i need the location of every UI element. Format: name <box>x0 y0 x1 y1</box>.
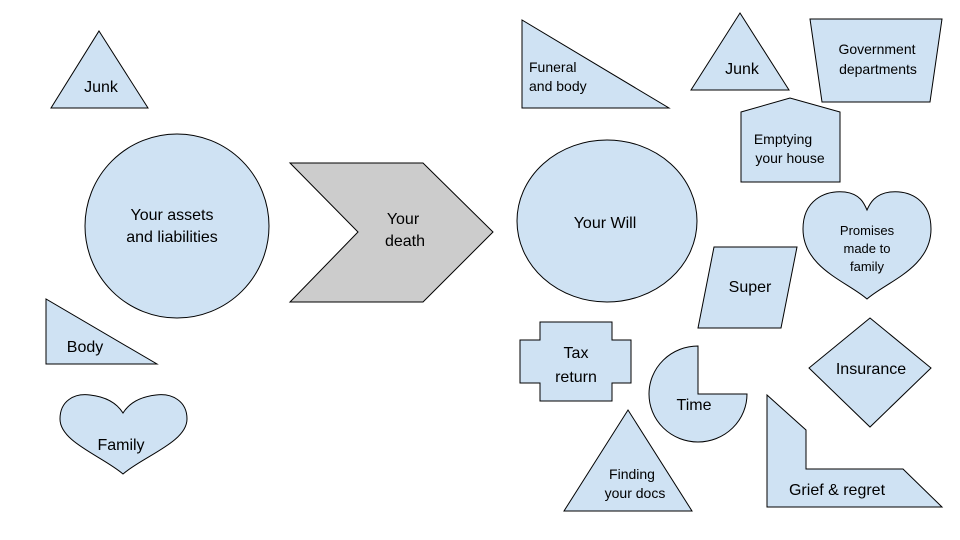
arrow-label-line2: death <box>385 233 425 250</box>
time-label: Time <box>677 397 712 414</box>
grief-l-shape <box>766 393 944 508</box>
body-node: Body <box>45 298 159 365</box>
super-node: Super <box>697 246 798 329</box>
insurance-diamond <box>808 317 932 428</box>
promises-label-line3: family <box>850 259 884 274</box>
left-junk-label: Junk <box>84 79 119 96</box>
assets-label-line2: and liabilities <box>126 229 218 246</box>
family-label: Family <box>97 437 144 454</box>
emptying-node: Emptying your house <box>740 97 841 183</box>
left-junk-node: Junk <box>50 30 149 109</box>
emptying-pentagon <box>740 97 841 183</box>
tax-label-line2: return <box>555 369 597 386</box>
chevron-arrow <box>288 162 494 303</box>
tax-label-line1: Tax <box>564 345 589 362</box>
funeral-label-line2: and body <box>529 78 587 94</box>
tax-node: Tax return <box>519 321 632 402</box>
will-label: Your Will <box>574 215 637 232</box>
tax-cross <box>519 321 632 402</box>
family-heart <box>59 394 188 475</box>
emptying-label-line2: your house <box>755 150 824 166</box>
body-label: Body <box>67 339 103 356</box>
promises-heart <box>802 191 932 300</box>
assets-label-line1: Your assets <box>130 207 213 224</box>
finding-triangle <box>563 409 693 512</box>
funeral-label-line1: Funeral <box>529 59 576 75</box>
assets-node: Your assets and liabilities <box>84 133 270 319</box>
grief-label: Grief & regret <box>789 482 886 499</box>
left-junk-triangle <box>50 30 149 109</box>
government-label-line1: Government <box>838 41 915 57</box>
your-death-arrow: Your death <box>288 162 494 303</box>
right-junk-label: Junk <box>725 61 760 78</box>
body-triangle <box>45 298 159 365</box>
finding-label-line1: Finding <box>609 466 655 482</box>
super-label: Super <box>729 279 772 296</box>
government-node: Government departments <box>809 18 943 103</box>
time-pie <box>648 345 748 443</box>
right-junk-triangle <box>690 12 790 91</box>
promises-node: Promises made to family <box>802 191 932 300</box>
promises-label-line2: made to <box>844 241 891 256</box>
arrow-label-line1: Your <box>387 211 420 228</box>
promises-label-line1: Promises <box>840 223 895 238</box>
finding-label-line2: your docs <box>605 485 666 501</box>
emptying-label-line1: Emptying <box>754 131 812 147</box>
will-node: Your Will <box>516 139 698 303</box>
finding-node: Finding your docs <box>563 409 693 512</box>
right-junk-node: Junk <box>690 12 790 91</box>
will-ellipse <box>516 139 698 303</box>
government-trapezoid <box>809 18 943 103</box>
family-node: Family <box>59 394 188 475</box>
time-node: Time <box>648 345 748 443</box>
government-label-line2: departments <box>839 61 917 77</box>
assets-circle <box>84 133 270 319</box>
funeral-triangle <box>521 19 671 109</box>
funeral-node: Funeral and body <box>521 19 671 109</box>
super-parallelogram <box>697 246 798 329</box>
grief-node: Grief & regret <box>766 393 944 508</box>
insurance-label: Insurance <box>836 361 906 378</box>
insurance-node: Insurance <box>808 317 932 428</box>
